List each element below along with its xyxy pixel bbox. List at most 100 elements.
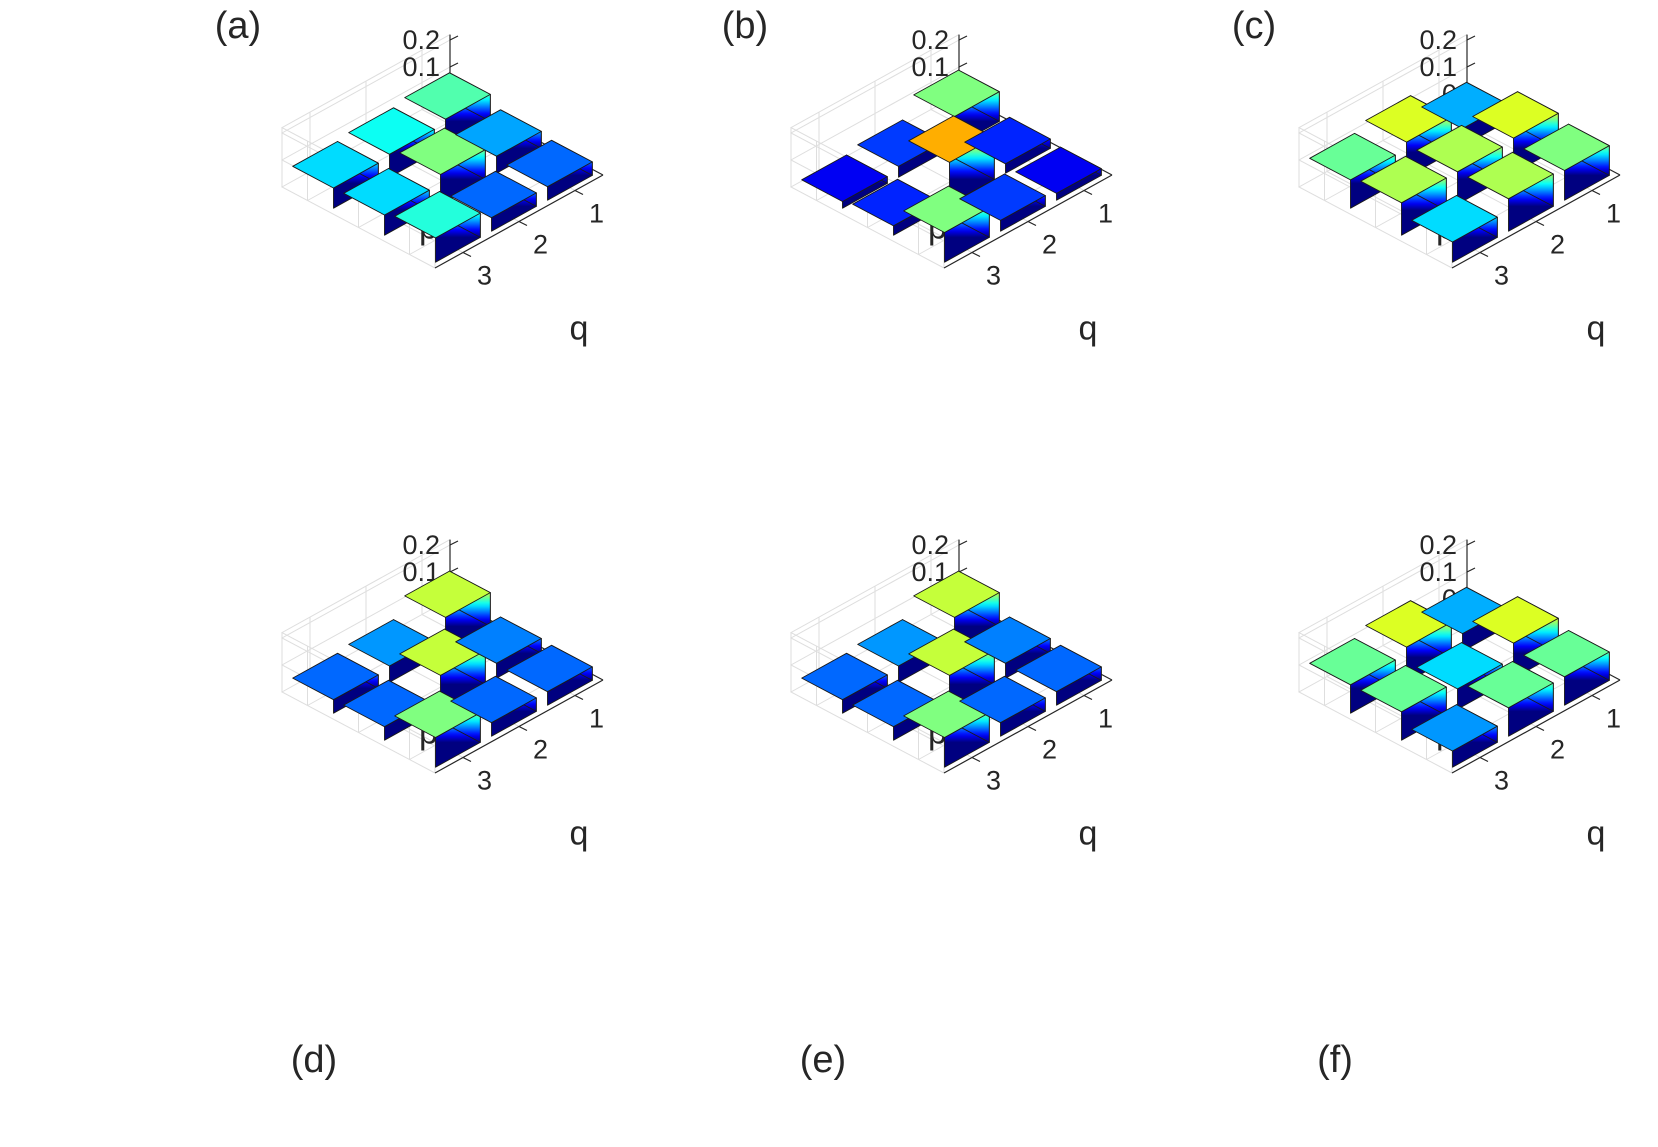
bar-top — [1472, 91, 1559, 139]
q-axis-label: q — [1587, 815, 1606, 853]
q-axis-label: q — [570, 310, 589, 348]
bar-top — [908, 115, 995, 163]
z-tick-label: 0.2 — [1419, 530, 1457, 560]
q-tick-label: 1 — [1606, 704, 1621, 734]
panel-3: 00.10.2123123pq(d) — [280, 530, 604, 1081]
panels: 00.10.2123123pq(a)00.10.2123123pq(b)00.1… — [215, 5, 1621, 1081]
bar-top — [852, 178, 939, 227]
panel-label: (b) — [722, 5, 768, 47]
panel-label: (e) — [800, 1039, 846, 1081]
q-tick-label: 1 — [589, 199, 604, 229]
bar-top — [1523, 630, 1610, 678]
q-tick-label: 3 — [986, 261, 1001, 291]
q-tick — [1083, 189, 1093, 196]
bar-p1-q3 — [801, 154, 888, 209]
q-tick-label: 3 — [1494, 261, 1509, 291]
panel-label: (c) — [1232, 5, 1276, 47]
bar-p3-q1 — [1015, 644, 1102, 706]
panel-label: (a) — [215, 5, 261, 47]
bar-p3-q1 — [1015, 146, 1102, 201]
z-tick-label: 0.1 — [402, 52, 440, 82]
q-tick-label: 3 — [1494, 766, 1509, 796]
bar-top — [1360, 665, 1447, 713]
q-tick — [1535, 725, 1545, 732]
bar-top — [1411, 704, 1498, 752]
bar-top — [1411, 195, 1498, 243]
bar-top — [1467, 661, 1554, 709]
z-tick — [958, 540, 968, 546]
bar-top — [394, 191, 481, 239]
bar-top — [1416, 124, 1503, 173]
q-tick — [971, 756, 981, 763]
panel-label: (f) — [1317, 1039, 1353, 1081]
q-tick-label: 2 — [1042, 735, 1057, 765]
bar-top — [1309, 638, 1396, 686]
bar-top — [1360, 155, 1447, 204]
bar-p3-q1 — [1523, 630, 1610, 706]
q-axis-label: q — [1079, 310, 1098, 348]
bar-top — [1467, 151, 1554, 200]
bar-top — [506, 644, 593, 693]
bar-p2-q1 — [964, 116, 1051, 174]
q-tick — [1591, 189, 1601, 196]
bar-p3-q1 — [1523, 123, 1610, 201]
bar-top — [1015, 146, 1102, 194]
q-tick — [971, 251, 981, 258]
bar-top — [506, 139, 593, 188]
bar-top — [343, 168, 430, 216]
z-tick — [958, 35, 968, 41]
z-tick — [1466, 35, 1476, 41]
bar-top — [348, 619, 435, 667]
z-tick-label: 0.2 — [911, 530, 949, 560]
bar-p3-q3 — [1411, 704, 1498, 768]
q-tick-label: 2 — [533, 230, 548, 260]
panel-label: (d) — [291, 1039, 337, 1081]
z-tick — [449, 567, 459, 573]
panel-4: 00.10.2123123pq(e) — [789, 530, 1113, 1081]
q-tick-label: 2 — [1550, 230, 1565, 260]
bar-p3-q2 — [959, 675, 1046, 737]
bar-p1-q3 — [292, 652, 379, 714]
bar-p3-q2 — [450, 675, 537, 737]
q-tick-label: 2 — [533, 735, 548, 765]
bar-top — [1523, 123, 1610, 171]
bar-top — [964, 616, 1051, 664]
z-tick — [958, 62, 968, 68]
q-axis-label: q — [1587, 310, 1606, 348]
z-tick-label: 0.2 — [402, 530, 440, 560]
panel-1: 00.10.2123123pq(b) — [722, 5, 1113, 348]
bar-top — [455, 616, 542, 664]
bar-top — [801, 154, 888, 202]
bar-p3-q2 — [450, 170, 537, 232]
bar-p3-q1 — [506, 644, 593, 706]
bar-top — [348, 107, 435, 155]
bar-p2-q1 — [964, 616, 1051, 679]
z-tick — [449, 540, 459, 546]
panel-2: 00.10.2123123pq(c) — [1232, 5, 1621, 348]
bar-top — [404, 72, 491, 120]
z-tick — [1466, 567, 1476, 573]
bar-p2-q3 — [1360, 665, 1447, 741]
bar-top — [801, 652, 888, 701]
z-tick — [1466, 540, 1476, 546]
bar-top — [1416, 642, 1503, 690]
q-tick — [462, 251, 472, 258]
bar-top — [959, 173, 1046, 221]
bar-p3-q2 — [1467, 661, 1554, 737]
bar-top — [455, 109, 542, 157]
bar-p1-q3 — [292, 141, 379, 209]
bars — [292, 570, 593, 768]
bar-top — [404, 570, 491, 618]
q-tick-label: 2 — [1042, 230, 1057, 260]
z-tick-label: 0.1 — [1419, 52, 1457, 82]
q-tick — [1083, 694, 1093, 701]
q-tick — [574, 694, 584, 701]
z-tick-label: 0.1 — [911, 52, 949, 82]
bars — [801, 570, 1102, 768]
z-tick — [449, 35, 459, 41]
q-tick-label: 2 — [1550, 735, 1565, 765]
bar-top — [450, 170, 537, 219]
bar-top — [450, 675, 537, 724]
bar-top — [1015, 644, 1102, 693]
q-axis-label: q — [1079, 815, 1098, 853]
